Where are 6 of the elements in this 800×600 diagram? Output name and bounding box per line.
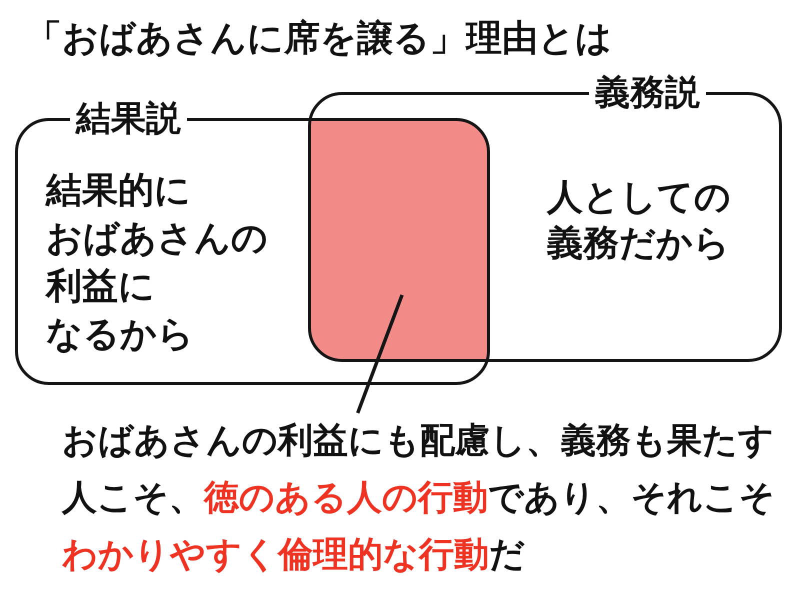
leader-line: [356, 294, 404, 414]
region-text: 人としての義務だから: [547, 176, 732, 266]
overlap-region: [309, 119, 488, 360]
region-text: 結果的におばあさんの利益になるから: [46, 169, 269, 357]
conclusion-text: おばあさんの利益にも配慮し、義務も果たす人こそ、徳のある人の行動であり、それこそわかりやすく倫理的な行動だ: [62, 413, 778, 584]
title: 「おばあさんに席を譲る」理由とは: [26, 17, 612, 61]
